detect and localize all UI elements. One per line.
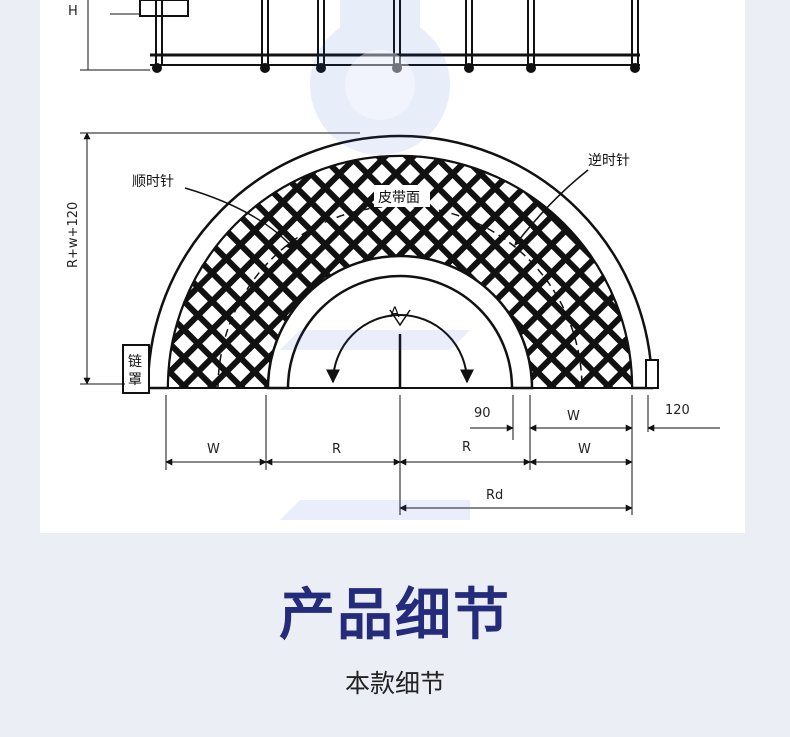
dim-90: 90 bbox=[474, 406, 491, 421]
dim-r-left: R bbox=[332, 442, 341, 457]
dim-w-right: W bbox=[578, 442, 591, 457]
counterclockwise-label: 逆时针 bbox=[588, 153, 630, 169]
side-view-frame bbox=[80, 0, 640, 73]
rotation-arc bbox=[325, 309, 475, 389]
page-subtitle: 本款细节 bbox=[344, 669, 445, 698]
height-dimension-label: R+w+120 bbox=[66, 202, 81, 268]
height-dimension bbox=[80, 132, 360, 385]
page-title: 产品细节 bbox=[279, 583, 511, 648]
dim-w-left: W bbox=[207, 442, 220, 457]
chain-cover-label-2: 罩 bbox=[128, 372, 142, 388]
curve-belt bbox=[146, 134, 659, 390]
dim-r-right: R bbox=[462, 440, 471, 455]
clockwise-label: 顺时针 bbox=[132, 174, 174, 190]
dim-120: 120 bbox=[665, 403, 690, 418]
belt-surface-label: 皮带面 bbox=[378, 190, 420, 206]
point-a-label: A bbox=[390, 305, 400, 321]
leader-lines bbox=[184, 169, 589, 251]
bottom-dimensions bbox=[165, 395, 720, 515]
dim-rd: Rd bbox=[486, 488, 503, 503]
height-label: H bbox=[68, 4, 78, 19]
chain-cover bbox=[122, 344, 150, 394]
dim-w-upper: W bbox=[567, 409, 580, 424]
chain-cover-label-1: 链 bbox=[128, 354, 142, 370]
curve-conveyor-diagram: H 链 罩 A 顺时针 逆时针 皮带面 bbox=[66, 0, 720, 515]
